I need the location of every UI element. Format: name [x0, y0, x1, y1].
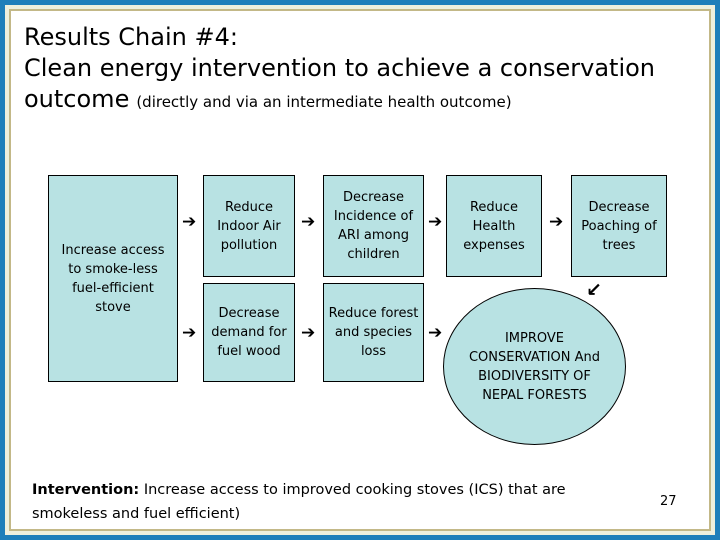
arrow-forest-species-loss-to-goal: ➔: [428, 323, 443, 343]
title-line-3-main: outcome: [24, 85, 130, 113]
node-intervention[interactable]: Increase access to smoke-less fuel-effic…: [48, 175, 178, 382]
title-line-2: Clean energy intervention to achieve a c…: [24, 54, 656, 82]
footer-text: Increase access to improved cooking stov…: [32, 482, 566, 522]
page-title: Results Chain #4: Clean energy intervent…: [24, 22, 696, 118]
title-line-3: outcome (directly and via an intermediate…: [24, 84, 696, 118]
arrow-poaching-to-goal: ↙: [586, 279, 602, 301]
node-ari[interactable]: Decrease Incidence of ARI among children: [323, 175, 424, 277]
node-health-expenses[interactable]: Reduce Health expenses: [446, 175, 542, 277]
node-goal[interactable]: IMPROVE CONSERVATION And BIODIVERSITY OF…: [443, 288, 626, 445]
title-line-3-subtitle: (directly and via an intermediate health…: [136, 93, 512, 111]
node-fuel-wood[interactable]: Decrease demand for fuel wood: [203, 283, 295, 382]
arrow-health-expenses-to-poaching: ➔: [549, 212, 564, 232]
footer-label: Intervention:: [32, 482, 140, 498]
node-poaching[interactable]: Decrease Poaching of trees: [571, 175, 667, 277]
arrow-intervention-to-fuel-wood: ➔: [182, 323, 197, 343]
arrow-ari-to-health-expenses: ➔: [428, 212, 443, 232]
arrow-indoor-air-to-ari: ➔: [301, 212, 316, 232]
arrow-fuel-wood-to-forest-species-loss: ➔: [301, 323, 316, 343]
footer-note: Intervention: Increase access to improve…: [32, 478, 642, 526]
title-line-1: Results Chain #4:: [24, 23, 238, 51]
page-number: 27: [660, 494, 677, 509]
node-forest-species-loss[interactable]: Reduce forest and species loss: [323, 283, 424, 382]
node-indoor-air[interactable]: Reduce Indoor Air pollution: [203, 175, 295, 277]
arrow-intervention-to-indoor-air: ➔: [182, 212, 197, 232]
